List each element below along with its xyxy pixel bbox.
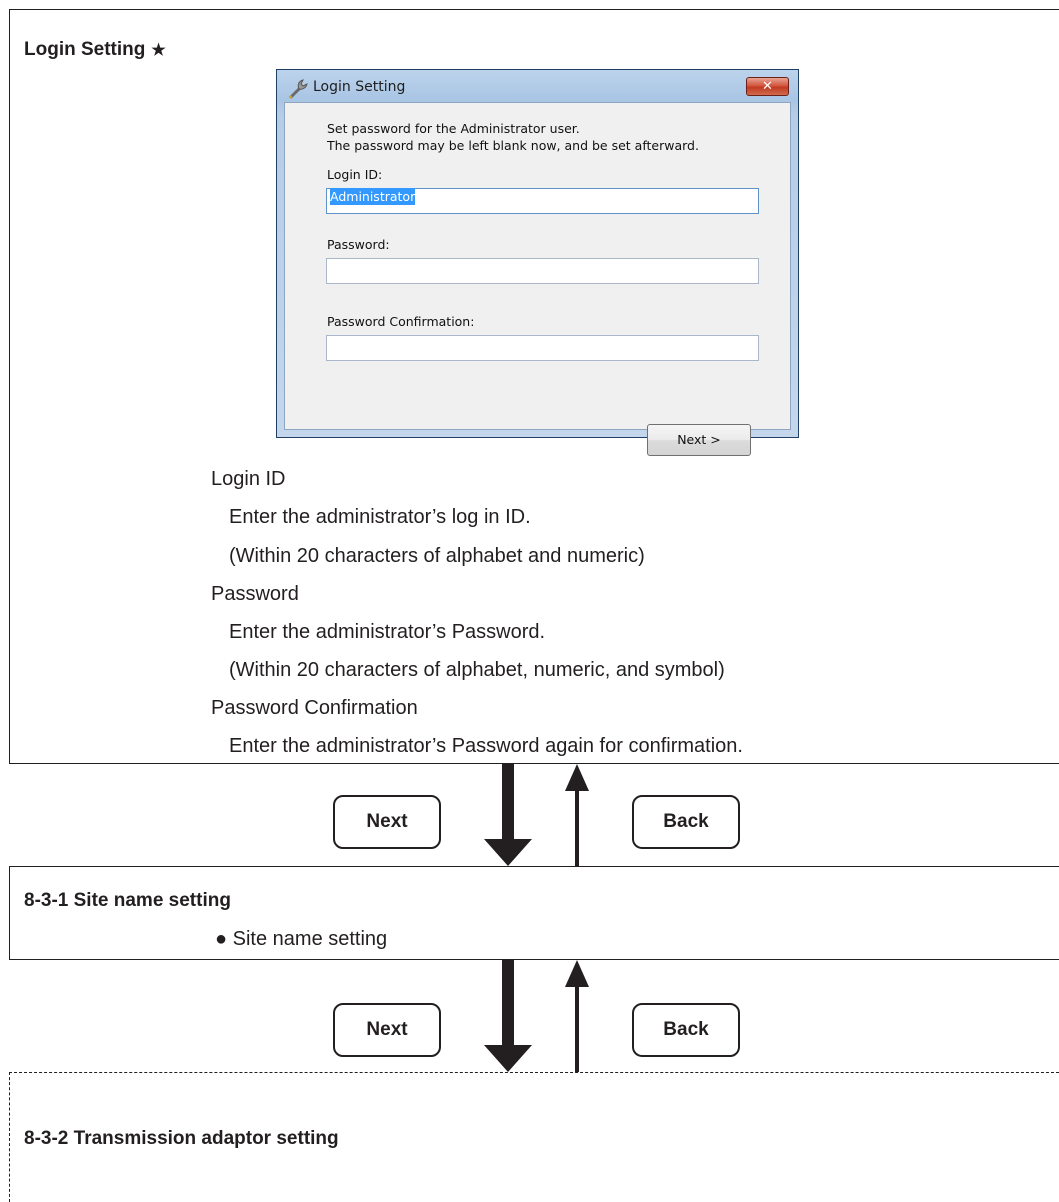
login-setting-dialog: Login Setting ✕ Set password for the Adm… [276, 69, 799, 456]
login-setting-section [9, 9, 1059, 764]
dialog-title: Login Setting [313, 79, 406, 95]
desc-confirm-text: Enter the administrator’s Password again… [229, 735, 743, 757]
wrench-icon [289, 79, 308, 99]
password-confirmation-label: Password Confirmation: [327, 314, 475, 329]
password-input[interactable] [326, 258, 759, 284]
desc-login-id-text: Enter the administrator’s log in ID. [229, 506, 531, 528]
down-arrow-2 [484, 960, 532, 1072]
up-arrow-2 [565, 960, 589, 1072]
password-label: Password: [327, 237, 390, 252]
login-setting-heading: Login Setting ★ [24, 39, 166, 61]
desc-password-heading: Password [211, 583, 299, 605]
login-id-input[interactable]: Administrator [326, 188, 759, 214]
instruction-line-2: The password may be left blank now, and … [327, 138, 699, 153]
dialog-client-area: Set password for the Administrator user.… [284, 102, 791, 456]
transmission-adaptor-title: 8-3-2 Transmission adaptor setting [24, 1128, 339, 1149]
back-button-2[interactable]: Back [632, 1003, 740, 1057]
next-button-2[interactable]: Next [333, 1003, 441, 1057]
login-setting-title: Login Setting [24, 39, 146, 60]
login-id-value: Administrator [330, 188, 416, 205]
transmission-adaptor-section [9, 1072, 1059, 1202]
instruction-line-1: Set password for the Administrator user. [327, 121, 580, 136]
site-name-section [9, 866, 1059, 960]
star-icon: ★ [151, 42, 166, 59]
down-arrow-1 [484, 764, 532, 866]
next-button-1[interactable]: Next [333, 795, 441, 849]
up-arrow-1 [565, 764, 589, 866]
desc-password-text: Enter the administrator’s Password. [229, 621, 546, 643]
desc-login-id-heading: Login ID [211, 468, 286, 490]
close-button[interactable]: ✕ [746, 77, 789, 96]
desc-password-note: (Within 20 characters of alphabet, numer… [229, 659, 725, 681]
password-confirmation-input[interactable] [326, 335, 759, 361]
site-name-bullet: ● Site name setting [215, 928, 388, 950]
desc-login-id-note: (Within 20 characters of alphabet and nu… [229, 545, 645, 567]
site-name-title: 8-3-1 Site name setting [24, 890, 231, 911]
login-id-label: Login ID: [327, 167, 383, 182]
desc-confirm-heading: Password Confirmation [211, 697, 418, 719]
next-dialog-button[interactable]: Next > [647, 424, 751, 456]
back-button-1[interactable]: Back [632, 795, 740, 849]
